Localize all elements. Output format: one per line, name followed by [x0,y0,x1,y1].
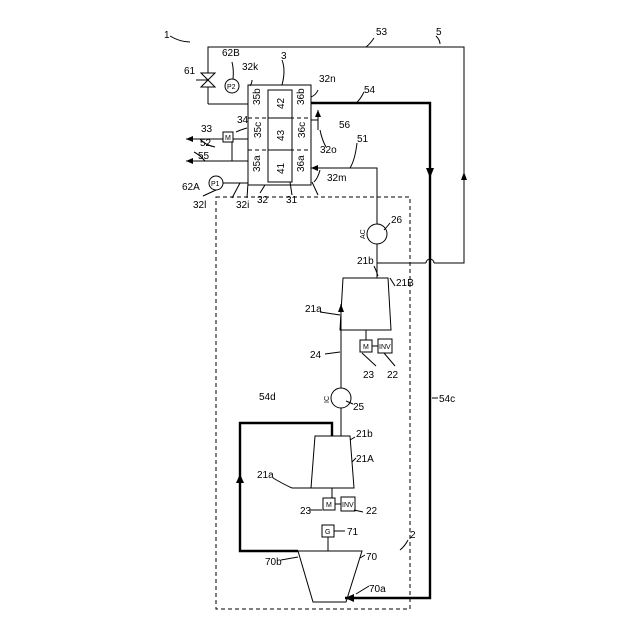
inverter-upper-symbol: INV [379,344,391,351]
label-24: 24 [310,350,322,361]
label-21b-upper: 21b [357,256,374,267]
valve-motor-symbol: M [225,135,231,142]
flow-arrow-54d [236,474,244,483]
aftercooler-icon [367,224,387,244]
label-3: 3 [281,51,287,62]
motor-lower-symbol: M [326,502,332,509]
compressor-21A [311,436,354,488]
expander-70 [298,551,362,602]
label-54: 54 [364,85,376,96]
label-5: 5 [436,27,442,38]
label-32o: 32o [320,145,337,156]
label-43: 43 [276,129,287,141]
label-36b: 36b [296,88,307,105]
flow-arrow-55 [186,158,193,164]
label-36a: 36a [296,155,307,172]
label-62A: 62A [182,182,200,193]
label-32: 32 [257,195,269,206]
label-35a: 35a [252,155,263,172]
label-36c: 36c [297,122,308,138]
label-41: 41 [276,162,287,174]
label-22-upper: 22 [387,370,399,381]
label-70a: 70a [369,584,386,595]
label-1: 1 [164,30,170,41]
label-33: 33 [201,124,213,135]
label-32l: 32l [193,200,206,211]
label-54c: 54c [439,394,455,405]
label-53: 53 [376,27,388,38]
flow-arrow-53 [461,172,467,180]
inverter-lower-symbol: INV [342,502,354,509]
intercooler-icon [331,388,351,408]
compressor-21B [340,278,391,330]
label-56: 56 [339,120,351,131]
flow-arrow-24 [338,304,344,312]
label-35c: 35c [253,122,264,138]
pipe-54d [240,423,332,551]
label-62B: 62B [222,48,240,59]
label-70: 70 [366,552,378,563]
reference-labels: 1 5 53 3 62B 32k 61 32n 54 34 33 56 52 5… [164,27,455,595]
label-21a-lower: 21a [257,470,274,481]
label-21A: 21A [356,454,374,465]
label-61: 61 [184,66,196,77]
flow-arrow-56 [315,110,321,117]
flow-arrow-51 [311,165,318,171]
label-32n: 32n [319,74,336,85]
generator-symbol: G [325,529,330,536]
label-55: 55 [198,151,210,162]
flow-arrow-52 [186,136,193,142]
ic-symbol: IC [324,396,331,403]
label-31: 31 [286,195,298,206]
label-25: 25 [353,402,365,413]
motor-upper-symbol: M [363,344,369,351]
label-34: 34 [237,115,249,126]
p1-symbol: P1 [211,181,220,188]
label-26: 26 [391,215,403,226]
label-51: 51 [357,134,369,145]
label-21a-upper: 21a [305,304,322,315]
label-70b: 70b [265,557,282,568]
label-21b-lower: 21b [356,429,373,440]
label-32i: 32i [236,200,249,211]
label-23-upper: 23 [363,370,375,381]
flow-arrow-54 [426,168,434,178]
label-23-lower: 23 [300,506,312,517]
label-32k: 32k [242,62,259,73]
p2-symbol: P2 [227,84,236,91]
label-52: 52 [200,138,212,149]
label-71: 71 [347,527,359,538]
label-35b: 35b [252,88,263,105]
system-boundary [216,197,410,609]
label-21B: 21B [396,278,414,289]
label-2: 2 [410,530,416,541]
ac-symbol: AC [360,229,367,239]
label-42: 42 [276,97,287,109]
valve-61 [196,66,215,87]
label-32m: 32m [327,173,346,184]
label-22-lower: 22 [366,506,378,517]
label-54d: 54d [259,392,276,403]
